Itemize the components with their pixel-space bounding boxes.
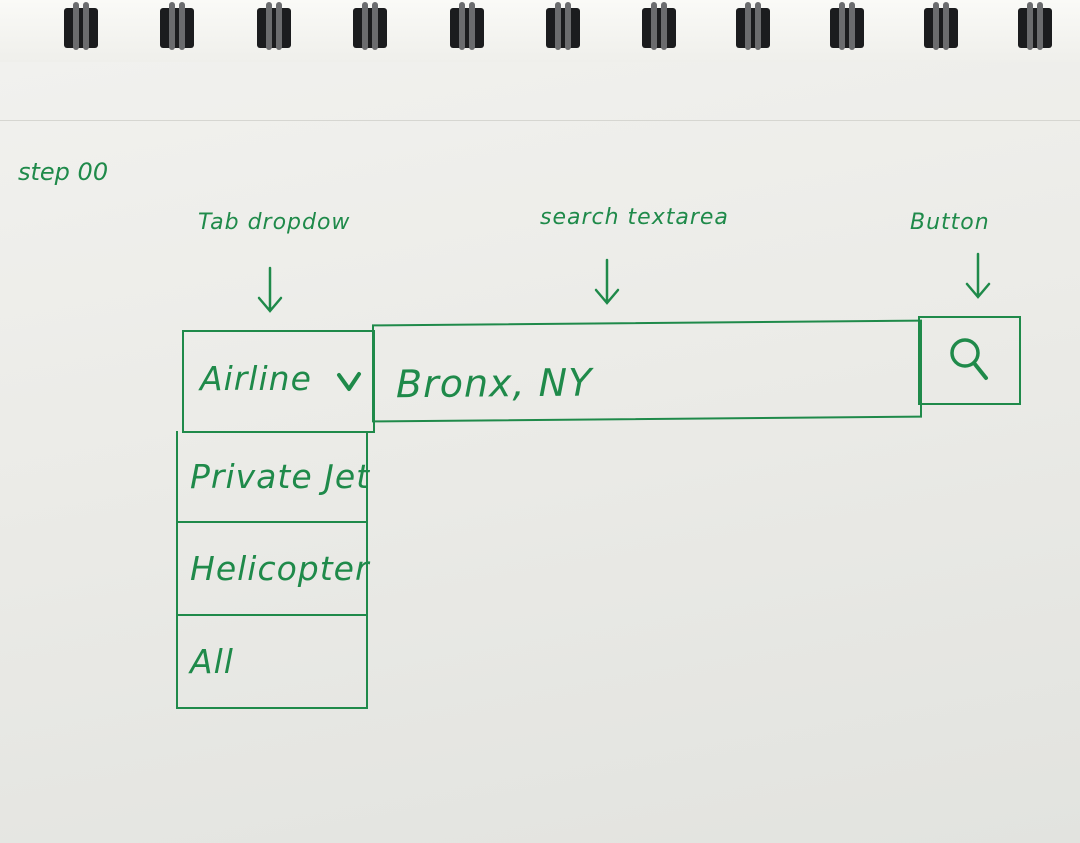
binding-ring xyxy=(642,2,676,50)
search-textarea[interactable]: Bronx, NY xyxy=(372,319,922,423)
binding-ring xyxy=(924,2,958,50)
arrow-down-icon xyxy=(965,252,991,299)
dropdown-option[interactable]: Helicopter xyxy=(176,523,370,616)
binding-ring xyxy=(546,2,580,50)
tab-dropdown[interactable]: Airline xyxy=(182,330,375,433)
binding-ring xyxy=(257,2,291,50)
dropdown-selected-label: Airline xyxy=(200,359,312,398)
annotation-search-textarea: search textarea xyxy=(540,205,729,230)
binding-ring xyxy=(1018,2,1052,50)
binding-ring xyxy=(353,2,387,50)
binding-ring xyxy=(830,2,864,50)
option-label: Private Jet xyxy=(190,457,371,496)
annotation-tab-dropdown: Tab dropdow xyxy=(198,210,351,235)
dropdown-options: Private Jet Helicopter All xyxy=(176,431,371,709)
arrow-down-icon xyxy=(257,266,283,313)
notebook-page xyxy=(0,62,1080,843)
perforation-line xyxy=(0,120,1080,121)
binding-ring xyxy=(736,2,770,50)
binding-ring xyxy=(160,2,194,50)
step-label: step 00 xyxy=(18,158,109,186)
arrow-down-icon xyxy=(594,258,620,305)
binding-ring xyxy=(64,2,98,50)
dropdown-option[interactable]: All xyxy=(176,616,368,709)
search-value: Bronx, NY xyxy=(396,360,593,407)
chevron-down-icon xyxy=(337,372,361,391)
dropdown-option[interactable]: Private Jet xyxy=(176,431,371,523)
spiral-binding xyxy=(0,0,1080,62)
binding-ring xyxy=(450,2,484,50)
option-label: Helicopter xyxy=(190,549,370,588)
annotation-button: Button xyxy=(910,210,990,235)
search-button[interactable] xyxy=(918,316,1021,405)
option-label: All xyxy=(190,642,234,681)
search-icon xyxy=(950,338,988,380)
